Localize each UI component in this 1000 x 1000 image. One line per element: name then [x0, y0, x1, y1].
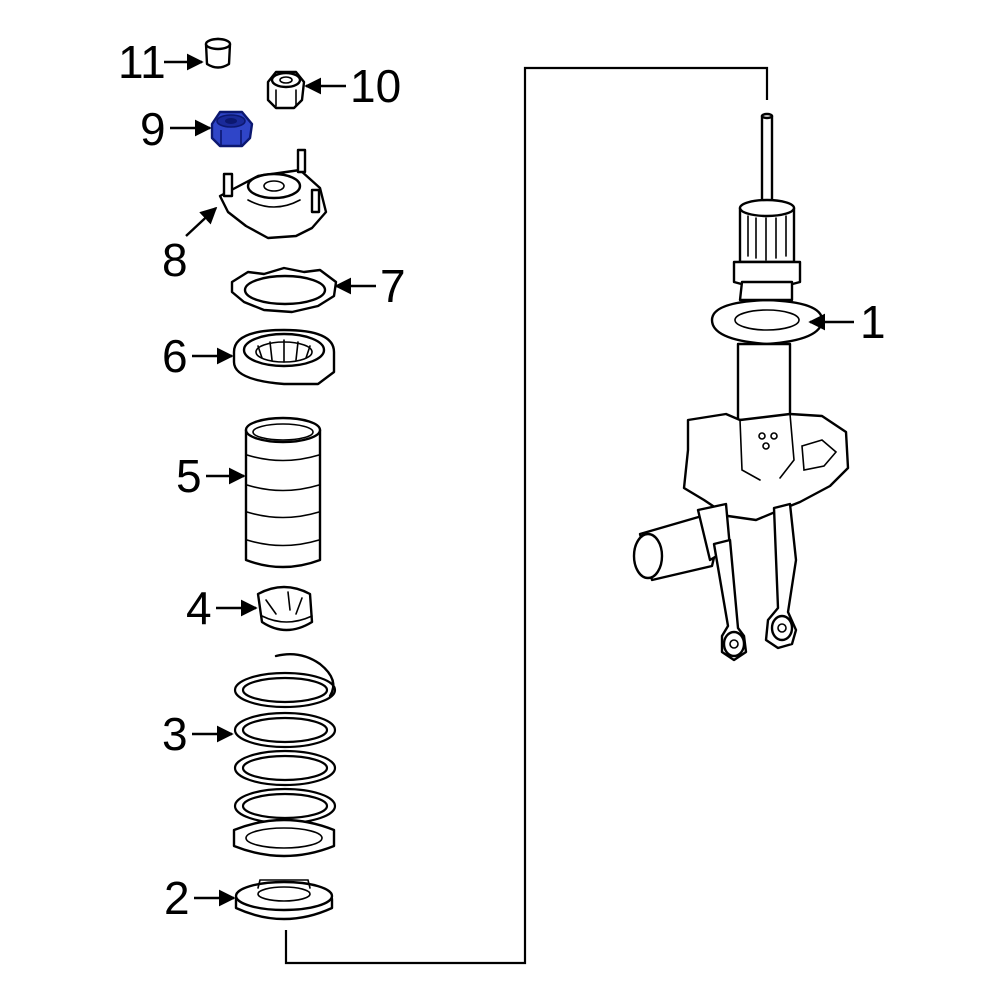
part-1-strut-assembly[interactable]	[632, 112, 850, 662]
part-3-coil-spring[interactable]	[232, 653, 337, 858]
callout-5: 5	[176, 450, 202, 502]
part-11-cap[interactable]	[204, 37, 232, 69]
callout-9: 9	[140, 103, 166, 155]
callout-7: 7	[380, 260, 406, 312]
callout-8: 8	[162, 234, 188, 286]
callout-1: 1	[860, 296, 886, 348]
part-4-bump-stop[interactable]	[256, 585, 314, 632]
part-9-nut-highlighted[interactable]	[210, 110, 254, 148]
callout-4: 4	[186, 582, 212, 634]
part-6-upper-spring-seat[interactable]	[232, 328, 336, 386]
assembly-bracket-line	[284, 66, 769, 965]
part-5-dust-boot[interactable]	[244, 416, 322, 569]
part-8-upper-mount[interactable]	[218, 148, 328, 240]
callout-labels: 11 10 9 8 7 6 5 4 3 2 1	[118, 36, 886, 924]
arrow-8	[185, 206, 218, 237]
callout-arrows	[164, 53, 854, 907]
callout-11: 11	[118, 36, 166, 88]
part-7-gasket[interactable]	[230, 266, 338, 314]
part-10-nut[interactable]	[266, 70, 306, 110]
callout-10: 10	[350, 60, 401, 112]
callout-2: 2	[164, 872, 190, 924]
part-2-lower-spring-seat[interactable]	[234, 879, 334, 921]
callout-6: 6	[162, 330, 188, 382]
callout-3: 3	[162, 708, 188, 760]
